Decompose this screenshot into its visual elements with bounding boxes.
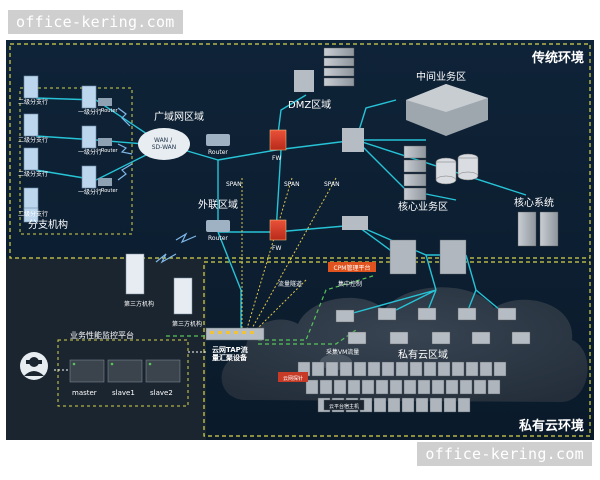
tunnel-label: 流量隧道 <box>278 280 302 288</box>
cloud-host-label: 云平台宿主机 <box>329 403 359 410</box>
apm-zone-border <box>57 339 189 407</box>
third-party-label: 第三方机构 <box>172 320 202 328</box>
private-cloud-region-label: 私有云区域 <box>398 348 448 361</box>
central-control-label: 集中控制 <box>338 280 362 288</box>
wan-router: Router <box>206 134 230 156</box>
dmz-label: DMZ区域 <box>288 98 331 111</box>
core-business-label: 核心业务区 <box>398 200 448 213</box>
extranet-region-label: 外联区域 <box>198 198 238 211</box>
core-system-label: 核心系统 <box>514 196 554 209</box>
probe-box <box>278 372 308 382</box>
private-cloud-env-title: 私有云环境 <box>519 418 584 434</box>
wan-cloud <box>138 128 190 160</box>
core-switch-top <box>342 128 364 152</box>
master-label: master <box>72 389 97 397</box>
slave1-label: slave1 <box>112 389 135 397</box>
span-label: SPAN <box>324 181 340 188</box>
branch-router-label: Router <box>101 188 119 194</box>
branch-label-second: 二级分支行 <box>18 210 48 218</box>
wan-region-label: 广域网区域 <box>154 110 204 123</box>
cloud-racks <box>389 239 467 275</box>
extranet-router: Router <box>206 220 230 242</box>
middle-business-building <box>406 84 488 136</box>
probe-label: 云网探针 <box>283 375 303 382</box>
dmz-servers <box>323 47 355 87</box>
branch-org-label: 分支机构 <box>28 218 68 231</box>
span-label: SPAN <box>284 181 300 188</box>
branch-buildings <box>23 75 97 223</box>
fw-label: FW <box>272 155 281 162</box>
wireless-links <box>117 107 197 264</box>
tap-label: 云网TAP流 量汇聚设备 <box>212 345 250 362</box>
branch-router-label: Router <box>101 108 119 114</box>
core-system-servers <box>517 211 559 247</box>
branch-routers <box>98 98 112 186</box>
cpm-platform-label: CPM管理平台 <box>334 264 371 272</box>
apm-platform-label: 业务性能监控平台 <box>70 330 134 340</box>
branch-zone-border <box>19 87 133 235</box>
branch-label-second: 二级分支行 <box>18 98 48 106</box>
traditional-env-title: 传统环境 <box>531 50 584 66</box>
firewall-top: FW <box>269 129 287 162</box>
dmz-switch <box>294 70 314 92</box>
traditional-zone-border <box>9 43 591 259</box>
fw-label: FW <box>272 245 281 252</box>
user-monitor-icon <box>20 352 48 380</box>
text-line: SD-WAN <box>152 144 177 151</box>
text-line: 量汇聚设备 <box>212 353 248 362</box>
router-label: Router <box>208 149 228 156</box>
branch-label-first: 一级分行 <box>78 108 102 116</box>
branch-router-label: Router <box>101 148 119 154</box>
tap-device <box>205 327 265 341</box>
network-architecture-diagram: 二级分支行 二级分支行 二级分支行 二级分支行 一级分行 一级分行 一级分行 R… <box>6 40 594 440</box>
database-icon <box>435 153 479 185</box>
branch-label-second: 二级分支行 <box>18 136 48 144</box>
third-party-label: 第三方机构 <box>124 300 154 308</box>
watermark-top: office-kering.com <box>8 10 183 34</box>
router-label: Router <box>208 235 228 242</box>
collect-vm-label: 采集VM流量 <box>326 348 359 356</box>
branch-label-first: 一级分行 <box>78 148 102 156</box>
cloud-switches <box>335 307 531 345</box>
watermark-bottom: office-kering.com <box>417 442 592 466</box>
branch-label-second: 二级分支行 <box>18 170 48 178</box>
core-business-servers <box>403 145 427 201</box>
cloud-host-box <box>323 399 365 411</box>
middle-business-label: 中间业务区 <box>416 70 466 83</box>
slave2-label: slave2 <box>150 389 173 397</box>
wan-cloud-label: WAN / SD-WAN <box>152 137 177 151</box>
branch-label-first: 一级分行 <box>78 188 102 196</box>
core-switch-bottom <box>342 216 368 230</box>
firewall-bottom: FW <box>269 219 287 252</box>
apm-servers <box>69 359 181 383</box>
third-party-buildings <box>125 253 193 315</box>
span-label: SPAN <box>226 181 242 188</box>
cpm-platform-box <box>328 262 376 272</box>
